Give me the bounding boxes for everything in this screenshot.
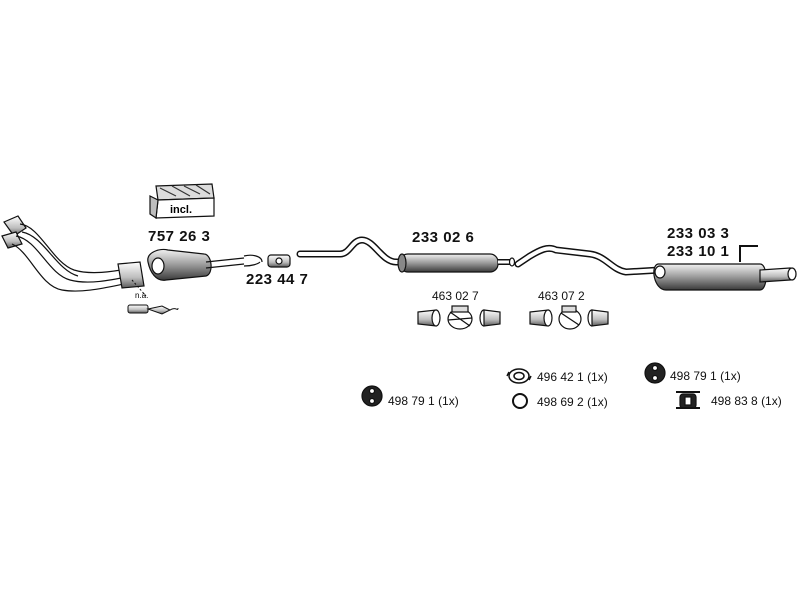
hardware-label: 498 83 8 (1x)	[711, 394, 782, 408]
kit-box-label: incl.	[170, 204, 192, 216]
hardware-part-number: 498 69 2	[537, 395, 584, 409]
hardware-label: 498 69 2 (1x)	[537, 395, 608, 409]
hardware-part-number: 498 83 8	[711, 394, 758, 408]
hardware-quantity: (1x)	[587, 395, 608, 409]
middle-silencer-part-number: 233 02 6	[412, 229, 475, 246]
middle-silencer-assembly	[296, 236, 516, 273]
gasket-part-number: 223 44 7	[246, 271, 309, 288]
hardware-quantity: (1x)	[720, 369, 741, 383]
hardware-part-number: 498 79 1	[388, 394, 435, 408]
catalytic-converter	[147, 248, 263, 281]
kit-box-icon	[149, 183, 215, 220]
intermediate-pipe	[514, 244, 664, 276]
clamp-set-2	[529, 305, 609, 330]
hardware-label: 498 79 1 (1x)	[670, 369, 741, 383]
clamp-set-1	[417, 305, 501, 330]
catalytic-converter-part-number: 757 26 3	[148, 228, 211, 245]
ring-icon	[512, 393, 528, 409]
hardware-quantity: (1x)	[438, 394, 459, 408]
exhaust-manifold	[1, 215, 145, 292]
gasket-part	[267, 254, 291, 268]
hardware-quantity: (1x)	[587, 370, 608, 384]
clamp-set-2-part-number: 463 07 2	[538, 289, 585, 303]
rubber-mount-icon-right	[644, 362, 666, 384]
lambda-sensor-note: n.a.	[135, 291, 148, 300]
hardware-label: 496 42 1 (1x)	[537, 370, 608, 384]
rubber-mount-icon-left	[361, 385, 383, 407]
gasket-ring-icon	[506, 368, 532, 384]
lambda-sensor	[127, 279, 179, 315]
hardware-label: 498 79 1 (1x)	[388, 394, 459, 408]
hardware-quantity: (1x)	[761, 394, 782, 408]
rear-silencer-part-number-1: 233 03 3	[667, 225, 730, 242]
clamp-set-1-part-number: 463 02 7	[432, 289, 479, 303]
hardware-part-number: 498 79 1	[670, 369, 717, 383]
rear-silencer-part-number-2: 233 10 1	[667, 243, 730, 260]
bracket-icon	[676, 391, 700, 409]
hardware-part-number: 496 42 1	[537, 370, 584, 384]
rear-silencer	[653, 245, 797, 291]
